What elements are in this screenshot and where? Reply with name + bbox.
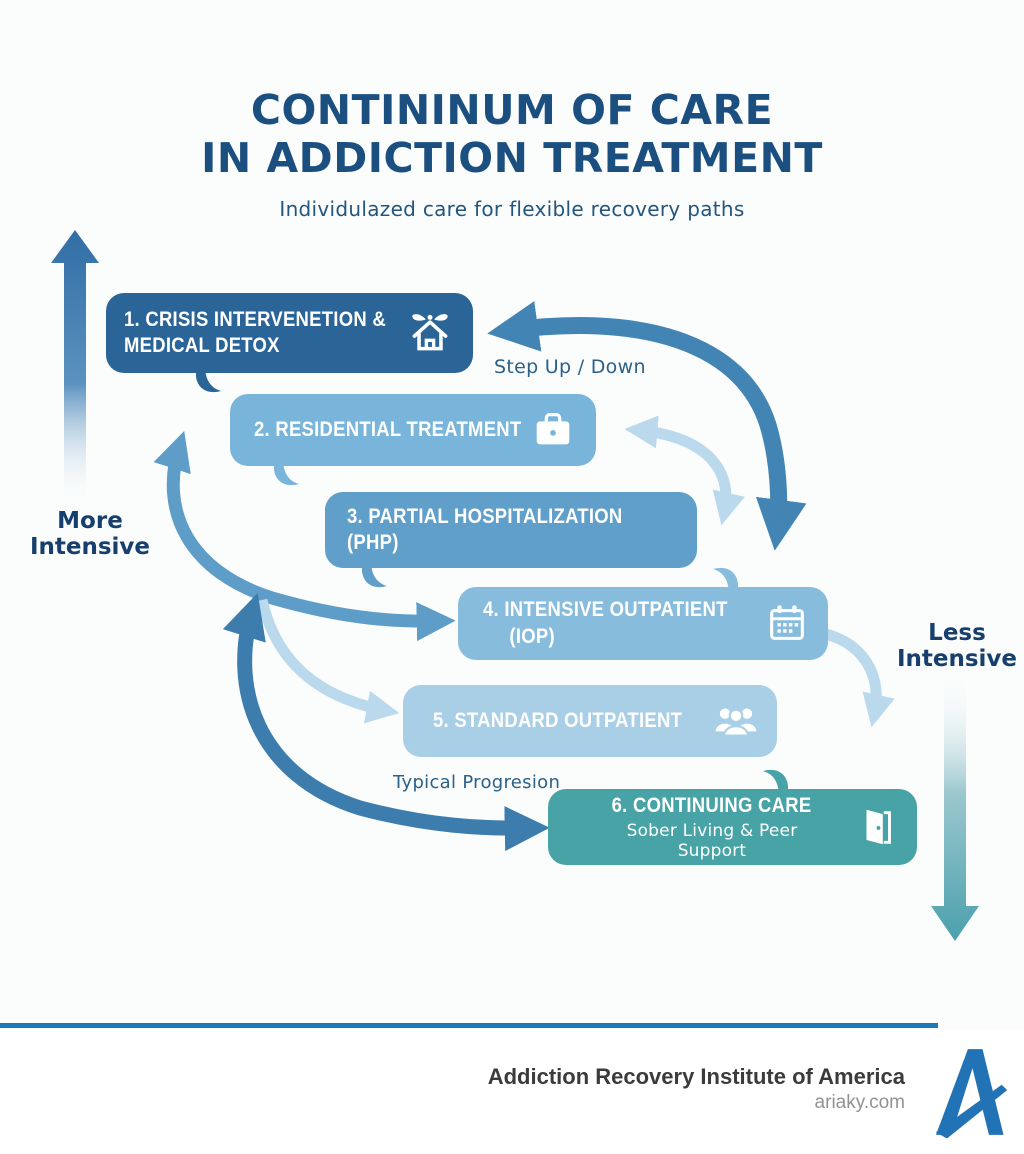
level-sublabel: Sober Living & Peer Support — [626, 821, 798, 862]
title-line2: IN ADDICTION TREATMENT — [201, 134, 823, 183]
aria-a-logo — [935, 1049, 1008, 1138]
less-intensive-label: Less Intensive — [896, 620, 1018, 673]
footer-organization: Addiction Recovery Institute of America — [487, 1064, 905, 1089]
open-door-icon — [866, 809, 891, 845]
winged-house-medical-icon — [412, 314, 448, 351]
level-box-standard-outpatient: 5. STANDARD OUTPATIENT — [403, 685, 777, 757]
level-box-partial-hospitalization: 3. PARTIAL HOSPITALIZATION (PHP) — [325, 492, 697, 568]
briefcase-icon — [536, 413, 570, 445]
less-intensive-arrow — [931, 672, 979, 941]
level-box-continuing-care: 6. CONTINUING CARE Sober Living & Peer S… — [548, 789, 917, 865]
level-box-crisis-intervention: 1. CRISIS INTERVENETION & MEDICAL DETOX — [106, 293, 473, 373]
bubble-tail — [274, 461, 299, 486]
step-up-down-arrow — [487, 301, 807, 551]
title-line1: CONTININUM OF CARE — [250, 86, 774, 134]
level-label: 4. INTENSIVE OUTPATIENT (IOP) — [483, 598, 728, 648]
subtitle: Individulazed care for flexible recovery… — [279, 196, 745, 221]
level-label: 5. STANDARD OUTPATIENT — [433, 708, 683, 732]
residential-php-double-arrow — [624, 415, 745, 526]
level-label: 3. PARTIAL HOSPITALIZATION (PHP) — [347, 504, 623, 554]
footer-website: ariaky.com — [814, 1092, 905, 1113]
page-title: CONTININUM OF CARE IN ADDICTION TREATMEN… — [0, 86, 1024, 221]
typical-progression-arrow — [222, 592, 550, 852]
bubble-tail — [713, 567, 738, 592]
level-box-intensive-outpatient: 4. INTENSIVE OUTPATIENT (IOP) — [458, 587, 828, 660]
level-label: 2. RESIDENTIAL TREATMENT — [254, 417, 522, 441]
footer-band — [0, 1030, 1024, 1154]
bubble-tail — [362, 563, 387, 588]
bubble-tail — [763, 769, 788, 794]
people-group-icon — [715, 708, 757, 737]
level-label: 6. CONTINUING CARE — [612, 793, 812, 817]
more-intensive-label: More Intensive — [29, 508, 151, 561]
more-intensive-arrow — [51, 230, 99, 505]
level-box-residential-treatment: 2. RESIDENTIAL TREATMENT — [230, 394, 596, 466]
calendar-icon — [770, 604, 804, 640]
bubble-tail — [196, 368, 221, 393]
footer-divider — [0, 1023, 938, 1028]
level-label: 1. CRISIS INTERVENETION & MEDICAL DETOX — [124, 307, 386, 357]
iop-to-continuing-care-arrow — [824, 628, 895, 728]
